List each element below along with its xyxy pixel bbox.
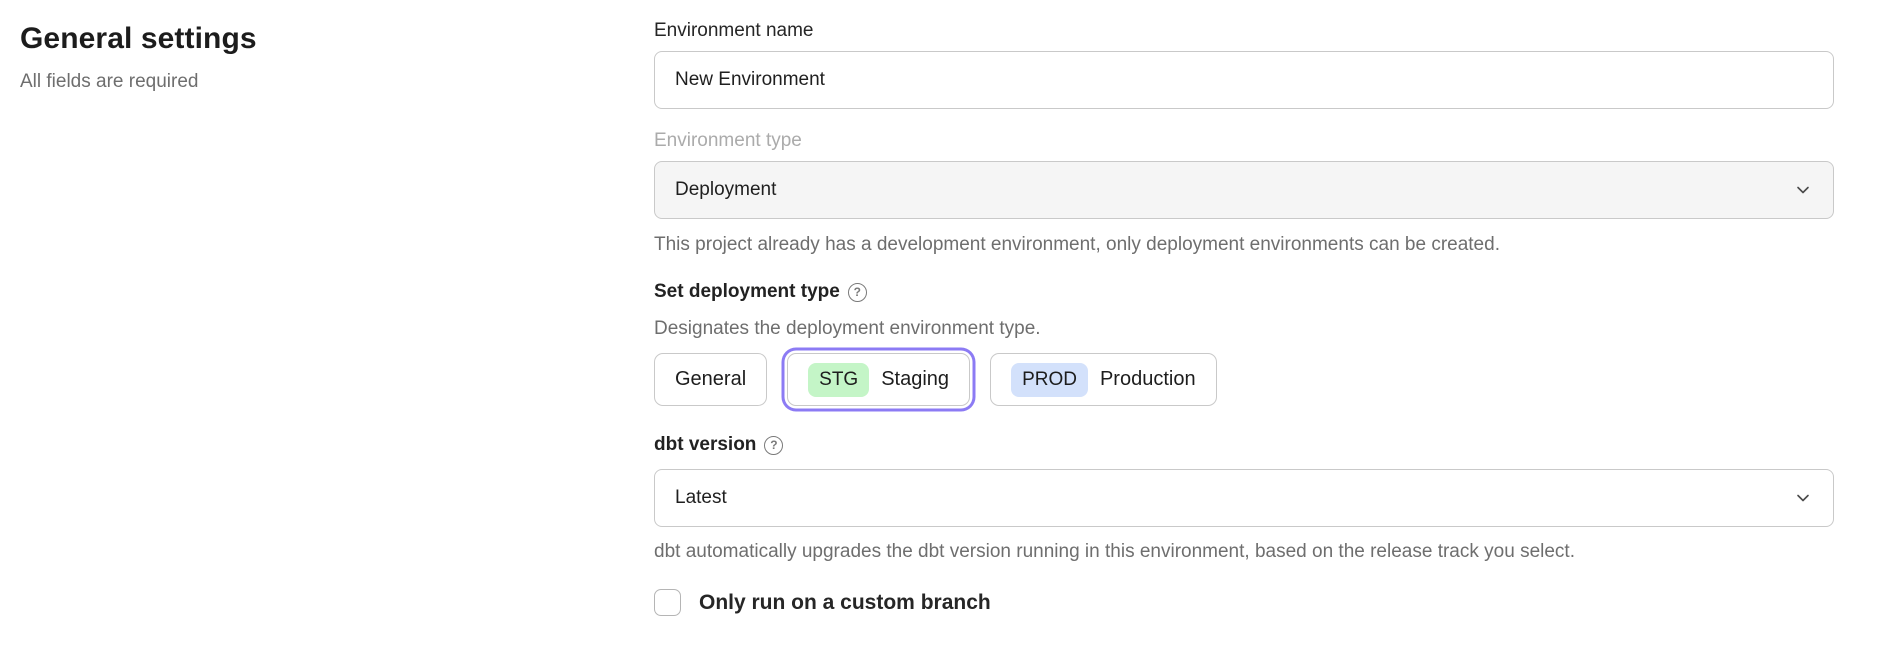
help-icon[interactable]: ?	[847, 282, 867, 302]
deployment-type-staging-button[interactable]: STG Staging	[787, 353, 971, 406]
chevron-down-icon	[1797, 494, 1809, 502]
staging-badge: STG	[808, 362, 870, 397]
deployment-type-heading-label: Set deployment type	[654, 281, 840, 302]
environment-type-label: Environment type	[654, 130, 802, 151]
settings-intro: General settings All fields are required	[0, 0, 654, 660]
dbt-version-heading-label: dbt version	[654, 434, 757, 455]
custom-branch-label[interactable]: Only run on a custom branch	[699, 590, 991, 614]
custom-branch-checkbox[interactable]	[654, 589, 681, 616]
deployment-type-staging-label: Staging	[881, 368, 950, 390]
environment-type-helper: This project already has a development e…	[654, 234, 1500, 255]
production-badge: PROD	[1011, 362, 1088, 397]
page-subtitle: All fields are required	[20, 71, 199, 92]
dbt-version-select[interactable]: Latest	[654, 469, 1834, 527]
chevron-down-icon	[1797, 186, 1809, 194]
environment-name-input[interactable]	[654, 51, 1834, 109]
environment-type-value: Deployment	[675, 179, 777, 200]
page-title: General settings	[20, 22, 257, 55]
deployment-type-production-button[interactable]: PROD Production	[990, 353, 1217, 406]
environment-type-select[interactable]: Deployment	[654, 161, 1834, 219]
dbt-version-helper: dbt automatically upgrades the dbt versi…	[654, 541, 1575, 562]
environment-name-label: Environment name	[654, 20, 814, 41]
deployment-type-general-label: General	[675, 368, 747, 390]
custom-branch-row: Only run on a custom branch	[654, 589, 1834, 616]
deployment-type-helper: Designates the deployment environment ty…	[654, 318, 1041, 339]
deployment-type-heading: Set deployment type ?	[654, 281, 1834, 303]
help-icon[interactable]: ?	[764, 435, 784, 455]
deployment-type-options: General STG Staging PROD Production	[654, 353, 1834, 406]
environment-form: Environment name Environment type Deploy…	[654, 0, 1834, 660]
dbt-version-value: Latest	[675, 487, 727, 508]
dbt-version-heading: dbt version ?	[654, 434, 1834, 456]
deployment-type-production-label: Production	[1099, 368, 1196, 390]
deployment-type-general-button[interactable]: General	[654, 353, 768, 406]
